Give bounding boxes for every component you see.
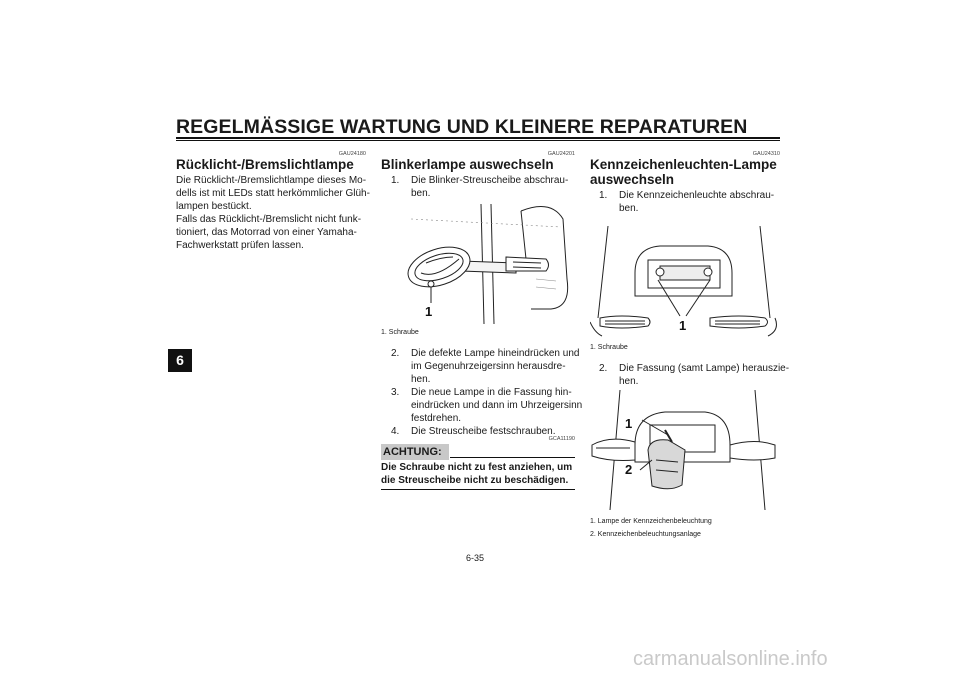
header-rule bbox=[176, 137, 780, 139]
text-line: Falls das Rücklicht-/Bremslicht nicht fu… bbox=[176, 214, 362, 225]
figure-caption: 1. Schraube bbox=[381, 329, 419, 336]
caution-code: GCA11190 bbox=[548, 436, 575, 442]
caution-text: Die Schraube nicht zu fest anziehen, um … bbox=[381, 462, 573, 486]
caution-rule-top bbox=[450, 457, 575, 458]
figure-caption: 1. Schraube bbox=[590, 344, 628, 351]
figure-label: 1 bbox=[625, 416, 632, 431]
figure-label: 1 bbox=[425, 304, 432, 319]
caution-label: ACHTUNG: bbox=[381, 444, 449, 460]
text-line: Die Rücklicht-/Bremslichtlampe dieses Mo… bbox=[176, 175, 367, 186]
bulb-socket-illustration: 1 2 bbox=[591, 390, 776, 510]
chapter-tab: 6 bbox=[168, 349, 192, 372]
text-line: lampen bestückt. bbox=[176, 201, 252, 212]
header-rule-thin bbox=[176, 140, 780, 141]
section-heading: Kennzeichenleuchten-Lampe auswechseln bbox=[590, 157, 777, 187]
text-line: Fachwerkstatt prüfen lassen. bbox=[176, 240, 304, 251]
page-number: 6-35 bbox=[466, 553, 485, 563]
figure-label: 2 bbox=[625, 462, 632, 477]
reference-code: GAU24310 bbox=[752, 151, 780, 157]
paragraph: Die Rücklicht-/Bremslichtlampe dieses Mo… bbox=[176, 174, 376, 252]
reference-code: GAU24180 bbox=[338, 151, 366, 157]
caution-rule-bottom bbox=[381, 489, 575, 490]
section-heading: Blinkerlampe auswechseln bbox=[381, 157, 554, 172]
turn-signal-illustration: 1 bbox=[407, 203, 569, 325]
license-light-illustration: 1 bbox=[590, 225, 777, 337]
page-title: REGELMÄSSIGE WARTUNG UND KLEINERE REPARA… bbox=[176, 116, 748, 138]
watermark: carmanualsonline.info bbox=[633, 648, 828, 670]
section-heading: Rücklicht-/Bremslichtlampe bbox=[176, 157, 354, 172]
figure-caption: 1. Lampe der Kennzeichenbeleuchtung 2. K… bbox=[590, 518, 712, 538]
text-line: dells ist mit LEDs statt herkömmlicher G… bbox=[176, 188, 370, 199]
text-line: tioniert, das Motorrad von einer Yamaha- bbox=[176, 227, 357, 238]
figure-label: 1 bbox=[679, 318, 686, 333]
reference-code: GAU24201 bbox=[547, 151, 575, 157]
